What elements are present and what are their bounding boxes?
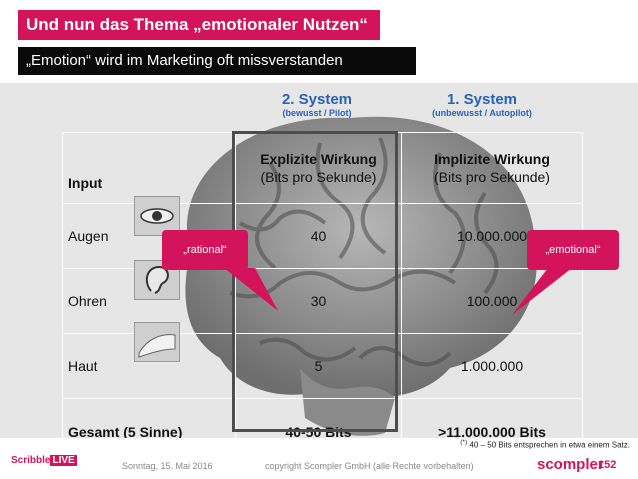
slide-title: Und nun das Thema „emotionaler Nutzen“	[18, 10, 380, 40]
header-explicit-title: Explizite Wirkung	[260, 151, 377, 167]
system-2-header: 2. System (bewusst / Pilot)	[262, 91, 372, 118]
skin-image	[134, 322, 180, 362]
footer-copyright: copyright Scompler GmbH (alle Rechte vor…	[265, 461, 474, 471]
eye-image	[134, 196, 180, 236]
callout-pointers	[224, 268, 572, 315]
slide-subtitle: „Emotion“ wird im Marketing oft missvers…	[18, 47, 416, 75]
logo-left-a: Scribble	[11, 455, 51, 466]
diagram-area: 2. System (bewusst / Pilot) 1. System (u…	[0, 83, 638, 438]
row-explicit: 5	[235, 333, 402, 399]
row-explicit: 30	[235, 268, 402, 334]
footnote-mark: (*)	[460, 439, 468, 446]
system-1-title: 1. System	[446, 91, 518, 108]
header-implicit: Implizite Wirkung (Bits pro Sekunde)	[401, 132, 583, 204]
header-explicit-unit: (Bits pro Sekunde)	[260, 169, 377, 185]
header-explicit: Explizite Wirkung (Bits pro Sekunde)	[235, 132, 402, 204]
explicit-column-highlight	[232, 131, 398, 432]
table-row: Haut 5 1.000.000	[62, 333, 583, 399]
header-implicit-title: Implizite Wirkung	[434, 151, 550, 167]
rational-bubble: „rational“	[162, 230, 248, 270]
header-input: Input	[62, 132, 236, 204]
footnote-text: 40 – 50 Bits entsprechen in etwa einem S…	[469, 440, 630, 450]
scompler-logo: scompler	[537, 456, 604, 473]
footnote: (*) 40 – 50 Bits entsprechen in etwa ein…	[460, 439, 630, 450]
system-1-subtitle: (unbewusst / Autopilot)	[432, 108, 532, 118]
total-label: Gesamt (5 Sinne)	[62, 398, 236, 438]
system-1-header: 1. System (unbewusst / Autopilot)	[412, 91, 552, 118]
table-header-row: Input Explizite Wirkung (Bits pro Sekund…	[62, 132, 583, 204]
footer-date: Sonntag, 15. Mai 2016	[122, 461, 213, 471]
header-implicit-unit: (Bits pro Sekunde)	[434, 169, 550, 185]
logo-left-b: LIVE	[50, 455, 77, 466]
system-2-title: 2. System	[281, 91, 353, 108]
system-2-subtitle: (bewusst / Pilot)	[282, 108, 352, 118]
row-implicit: 1.000.000	[401, 333, 583, 399]
total-implicit: >11.000.000 Bits	[401, 398, 583, 438]
page-number: 152	[598, 459, 617, 471]
emotional-bubble: „emotional“	[527, 230, 619, 270]
